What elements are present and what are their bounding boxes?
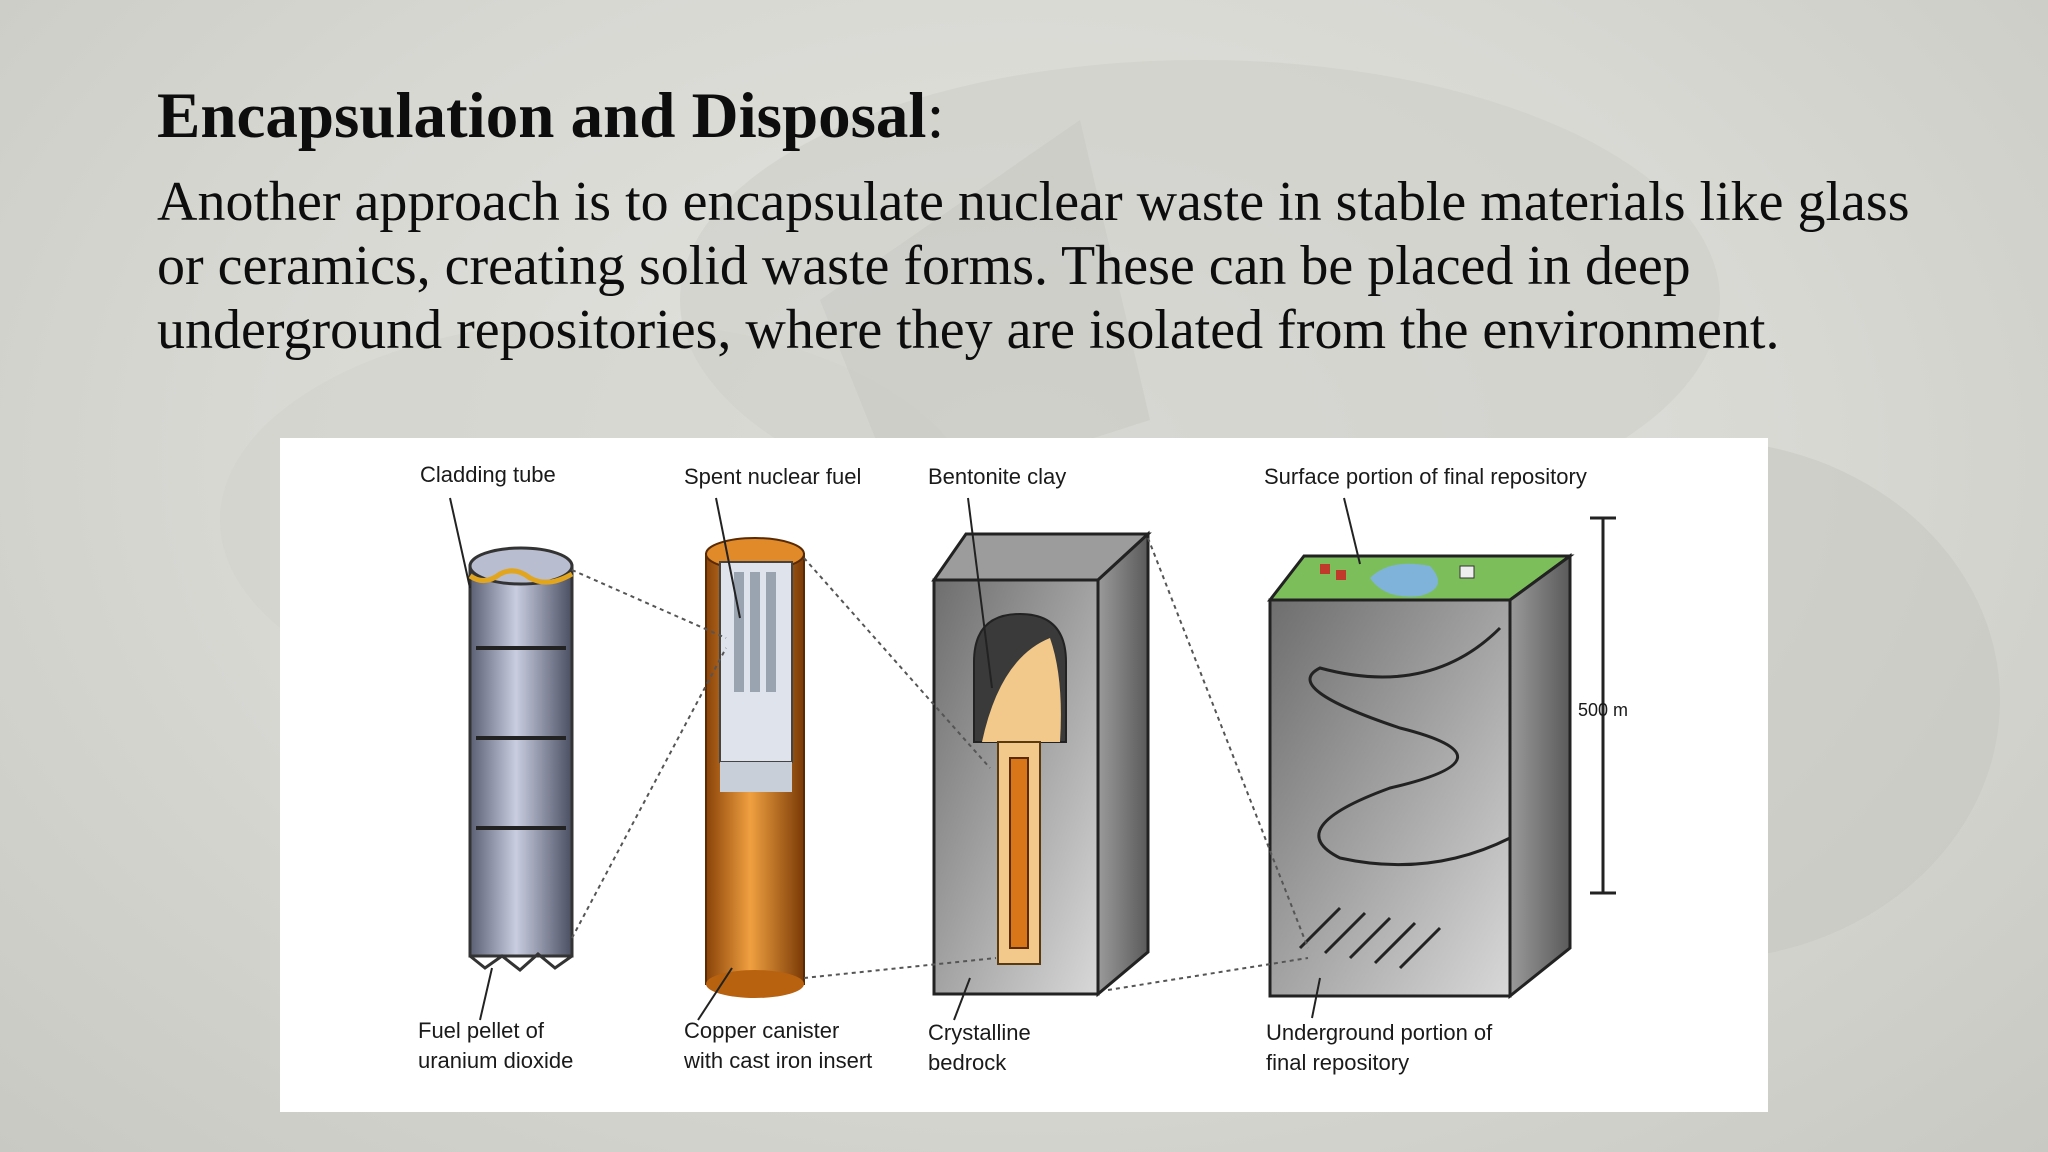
label-surface-portion: Surface portion of final repository — [1264, 464, 1587, 489]
cladding-tube-illustration — [468, 546, 574, 972]
repository-diagram: Cladding tube Spent nuclear fuel Bentoni… — [280, 438, 1768, 1112]
copper-canister-illustration — [705, 537, 805, 998]
label-bentonite-clay: Bentonite clay — [928, 464, 1066, 489]
label-spent-fuel: Spent nuclear fuel — [684, 464, 861, 489]
slide-body-text: Another approach is to encapsulate nucle… — [157, 171, 1910, 361]
depth-scale — [1590, 516, 1616, 895]
label-fuel-pellet-line2: uranium dioxide — [418, 1048, 573, 1073]
label-cladding-tube: Cladding tube — [420, 462, 556, 487]
label-fuel-pellet-line1: Fuel pellet of — [418, 1018, 545, 1043]
label-bedrock-line1: Crystalline — [928, 1020, 1031, 1045]
leader-lines — [449, 497, 1361, 1021]
label-underground-line2: final repository — [1266, 1050, 1409, 1075]
label-copper-canister-line2: with cast iron insert — [683, 1048, 872, 1073]
label-underground-line1: Underground portion of — [1266, 1020, 1493, 1045]
bedrock-block-illustration — [931, 530, 1152, 998]
slide-title: Encapsulation and Disposal: — [157, 80, 945, 152]
label-depth: 500 m — [1578, 700, 1628, 720]
label-copper-canister-line1: Copper canister — [684, 1018, 839, 1043]
connector-lines — [571, 537, 1309, 991]
repository-cross-section-illustration — [1266, 553, 1575, 1000]
label-bedrock-line2: bedrock — [928, 1050, 1007, 1075]
